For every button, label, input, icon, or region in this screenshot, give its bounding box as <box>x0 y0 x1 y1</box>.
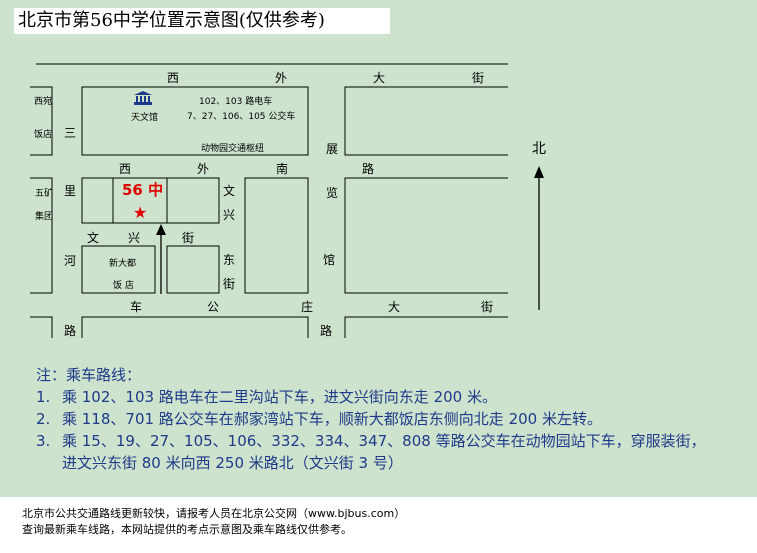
north-label: 北 <box>532 141 546 157</box>
route-item: 1. 乘 102、103 路电车在二里沟站下车，进文兴街向东走 200 米。 <box>36 386 706 408</box>
road-label-chegongzhuang-dajie: 车 <box>130 300 143 314</box>
map-title: 北京市第56中学位置示意图(仅供参考) <box>14 8 390 34</box>
place-xiyuan-hotel: 饭店 <box>34 130 53 140</box>
road-label-xiwai-dajie: 西 <box>167 71 180 85</box>
place-wukuang-group: 五矿 <box>35 189 54 199</box>
road-label-xiwai-dajie: 街 <box>472 71 485 85</box>
road-label-sanlihe-lu: 里 <box>64 184 77 198</box>
place-xindadu-hotel: 新大都 <box>109 259 137 269</box>
place-xindadu-hotel: 饭 店 <box>113 281 134 291</box>
road-label-wenxing-dongjie: 东 <box>223 253 236 267</box>
place-planetarium: 天文馆 <box>131 113 159 123</box>
route-number: 2. <box>36 410 51 428</box>
place-bus-routes: 7、27、106、105 公交车 <box>187 112 296 122</box>
school-label: 56 中 <box>122 181 164 199</box>
road-label-zhanlanguan-lu: 览 <box>326 186 339 200</box>
footer-line: 查询最新乘车线路，本网站提供的考点示意图及乘车路线仅供参考。 <box>22 523 352 536</box>
route-item: 进文兴东街 80 米向西 250 米路北（文兴街 3 号） <box>36 452 706 474</box>
route-text: 乘 15、19、27、105、106、332、334、347、808 等路公交车… <box>62 432 706 450</box>
road-label-xiwai-nanlu: 南 <box>276 162 289 176</box>
notes-heading: 注：乘车路线： <box>36 366 142 384</box>
road-label-wenxing-dongjie: 兴 <box>223 208 236 222</box>
road-label-xiwai-dajie: 大 <box>373 71 386 85</box>
road-label-xiwai-nanlu: 外 <box>197 162 210 176</box>
building-icon <box>134 90 152 109</box>
road-label-sanlihe-lu: 河 <box>64 254 77 268</box>
arrow-up-icon <box>533 166 545 316</box>
footer-disclaimer: 北京市公共交通路线更新较快，请报考人员在北京公交网（www.bjbus.com）… <box>22 506 405 538</box>
road-label-wenxing-jie: 文 <box>87 231 100 245</box>
road-label-chegongzhuang-dajie: 公 <box>207 300 220 314</box>
road-label-zhanlanguan-lu: 展 <box>326 142 339 156</box>
route-text: 进文兴东街 80 米向西 250 米路北（文兴街 3 号） <box>62 454 403 472</box>
arrow-up-icon <box>155 224 167 300</box>
place-wukuang-group: 集团 <box>35 212 54 222</box>
road-label-wenxing-jie: 兴 <box>128 231 141 245</box>
route-number: 3. <box>36 432 51 450</box>
road-label-xiwai-dajie: 外 <box>275 71 288 85</box>
road-label-wenxing-dongjie: 街 <box>223 277 236 291</box>
road-label-zhanlanguan-lu: 馆 <box>323 253 336 267</box>
road-label-chegongzhuang-dajie: 街 <box>481 300 494 314</box>
route-item: 2. 乘 118、701 路公交车在郝家湾站下车，顺新大都饭店东侧向北走 200… <box>36 408 706 430</box>
road-label-zhanlanguan-lu: 路 <box>320 324 333 338</box>
route-text: 乘 118、701 路公交车在郝家湾站下车，顺新大都饭店东侧向北走 200 米左… <box>62 410 602 428</box>
place-tram-routes: 102、103 路电车 <box>199 97 273 107</box>
star-icon: ★ <box>133 203 148 222</box>
road-label-wenxing-dongjie: 文 <box>223 184 236 198</box>
road-label-wenxing-jie: 街 <box>182 231 195 245</box>
route-notes: 注：乘车路线： 1. 乘 102、103 路电车在二里沟站下车，进文兴街向东走 … <box>36 364 706 474</box>
map-panel: 北京市第56中学位置示意图(仅供参考) <box>0 0 757 497</box>
road-label-xiwai-nanlu: 路 <box>362 162 375 176</box>
route-text: 乘 102、103 路电车在二里沟站下车，进文兴街向东走 200 米。 <box>62 388 497 406</box>
place-zoo-hub: 动物园交通枢纽 <box>201 144 265 154</box>
road-label-sanlihe-lu: 三 <box>64 126 77 140</box>
road-label-chegongzhuang-dajie: 大 <box>388 300 401 314</box>
route-item: 3. 乘 15、19、27、105、106、332、334、347、808 等路… <box>36 430 706 452</box>
footer-line: 北京市公共交通路线更新较快，请报考人员在北京公交网（www.bjbus.com） <box>22 507 406 520</box>
place-xiyuan-hotel: 西宛 <box>34 97 53 107</box>
road-label-xiwai-nanlu: 西 <box>119 162 132 176</box>
road-label-chegongzhuang-dajie: 庄 <box>301 300 314 314</box>
road-map-lines <box>30 63 508 338</box>
road-label-sanlihe-lu: 路 <box>64 324 77 338</box>
route-number: 1. <box>36 388 51 406</box>
